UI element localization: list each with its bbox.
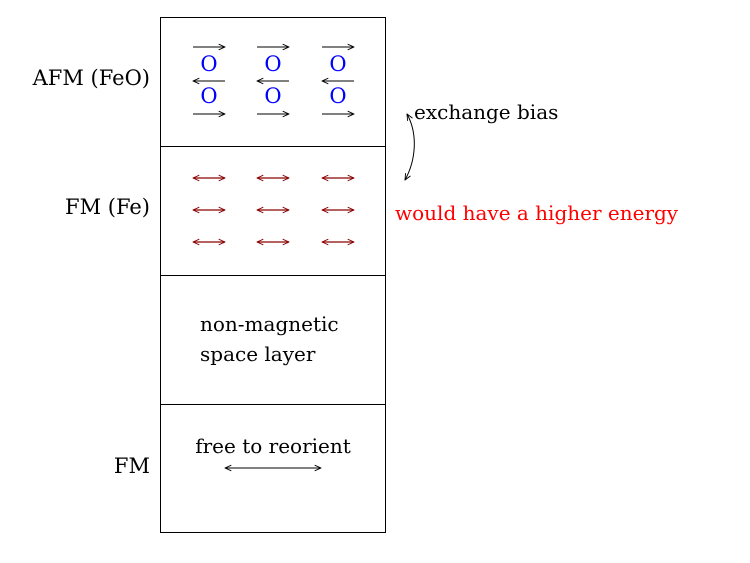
- oxygen-atom: O: [264, 84, 281, 108]
- fe-spin-arrows: [193, 178, 354, 242]
- layer-label-fm: FM (Fe): [65, 195, 150, 219]
- afm-spin-arrows: [193, 47, 354, 114]
- oxygen-atom: O: [264, 52, 281, 76]
- oxygen-atom: O: [200, 84, 217, 108]
- layer-free-fm-box: [160, 404, 386, 533]
- spacer-text-line-2: space layer: [200, 342, 316, 366]
- oxygen-atom: O: [329, 52, 346, 76]
- layer-label-afm: AFM (FeO): [32, 66, 150, 90]
- spacer-text-line-1: non-magnetic: [200, 312, 339, 336]
- higher-energy-label: would have a higher energy: [395, 201, 679, 225]
- layer-fm-box: [160, 146, 386, 276]
- layer-spacer-box: [160, 275, 386, 405]
- free-fm-text: free to reorient: [195, 434, 351, 458]
- oxygen-atom: O: [329, 84, 346, 108]
- exchange-bias-arrow: [405, 114, 415, 180]
- layer-label-free-fm: FM: [114, 454, 150, 478]
- oxygen-atoms: O O O O O O: [200, 52, 346, 108]
- layer-afm-box: [160, 17, 386, 147]
- exchange-bias-label: exchange bias: [414, 100, 558, 124]
- oxygen-atom: O: [200, 52, 217, 76]
